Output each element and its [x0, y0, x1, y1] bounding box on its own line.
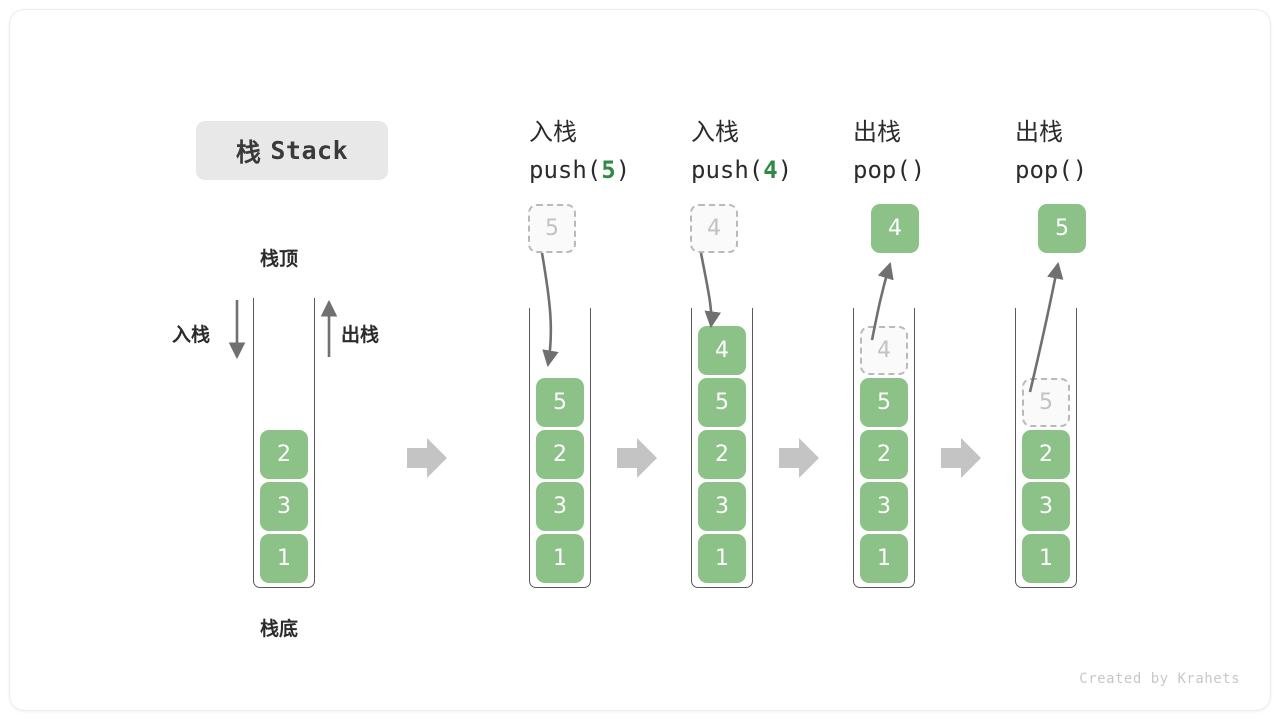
stack-container-initial: 1 3 2 [253, 298, 315, 588]
title-en: Stack [270, 136, 349, 165]
transition-arrow-icon [407, 438, 447, 478]
stack-container-push-5: 1 3 2 5 [529, 308, 591, 588]
stack-cell: 1 [536, 534, 584, 583]
stack-cell: 2 [536, 430, 584, 479]
panel-header-cn: 入栈 [691, 118, 739, 146]
panel-header-push-5: 入栈 push(5) [529, 115, 689, 188]
stack-cell: 1 [698, 534, 746, 583]
title-cn: 栈 [235, 137, 262, 167]
stack-cell: 1 [260, 534, 308, 583]
transition-arrow-icon [617, 438, 657, 478]
stack-cell: 5 [536, 378, 584, 427]
pop-direction-label: 出栈 [341, 324, 380, 346]
transition-arrow-icon [779, 438, 819, 478]
popped-element-5: 5 [1038, 204, 1086, 253]
panel-header-cn: 出栈 [853, 118, 901, 146]
stack-cell: 2 [860, 430, 908, 479]
stack-cell: 3 [536, 482, 584, 531]
code-suffix: ) [615, 155, 631, 184]
stack-container-pop-4: 1 3 2 5 4 [853, 308, 915, 588]
panel-header-code: pop() [1015, 153, 1175, 188]
code-suffix: ) [910, 155, 926, 184]
incoming-element-5: 5 [528, 204, 576, 253]
code-suffix: ) [1072, 155, 1088, 184]
diagram-stage: 栈 Stack 入栈 push(5) 入栈 push(4) 出栈 pop() 出… [10, 10, 1270, 710]
popped-element-4: 4 [871, 204, 919, 253]
stack-cell: 2 [698, 430, 746, 479]
code-prefix: push( [691, 155, 764, 184]
stack-walls [1015, 308, 1077, 588]
stack-cells-pop-5: 1 3 2 5 [1015, 375, 1077, 583]
diagram-card: 栈 Stack 入栈 push(5) 入栈 push(4) 出栈 pop() 出… [10, 10, 1270, 710]
stack-cell: 3 [1022, 482, 1070, 531]
stack-cell: 1 [860, 534, 908, 583]
stack-cells-push-5: 1 3 2 5 [529, 375, 591, 583]
panel-header-cn: 出栈 [1015, 118, 1063, 146]
stack-cell: 2 [260, 430, 308, 479]
stack-walls [253, 298, 315, 588]
code-arg: 4 [763, 155, 778, 184]
code-prefix: pop( [1015, 155, 1073, 184]
stack-cell-removed: 5 [1022, 378, 1070, 427]
code-prefix: push( [529, 155, 602, 184]
stack-container-push-4: 1 3 2 5 4 [691, 308, 753, 588]
stack-top-label: 栈顶 [260, 248, 299, 270]
stack-bottom-label: 栈底 [260, 618, 299, 640]
transition-arrow-icon [941, 438, 981, 478]
panel-header-push-4: 入栈 push(4) [691, 115, 851, 188]
push-direction-label: 入栈 [172, 324, 211, 346]
panel-header-cn: 入栈 [529, 118, 577, 146]
code-suffix: ) [777, 155, 793, 184]
stack-cell: 3 [860, 482, 908, 531]
panel-header-code: push(5) [529, 153, 689, 188]
code-prefix: pop( [853, 155, 911, 184]
panel-header-code: push(4) [691, 153, 851, 188]
stack-cells-initial: 1 3 2 [253, 427, 315, 583]
stack-container-pop-5: 1 3 2 5 [1015, 308, 1077, 588]
stack-walls [529, 308, 591, 588]
panel-header-pop-4: 出栈 pop() [853, 115, 1013, 188]
stack-cell: 2 [1022, 430, 1070, 479]
stack-cell: 5 [698, 378, 746, 427]
stack-cells-push-4: 1 3 2 5 4 [691, 323, 753, 583]
stack-cell-removed: 4 [860, 326, 908, 375]
stack-cell: 4 [698, 326, 746, 375]
panel-header-pop-5: 出栈 pop() [1015, 115, 1175, 188]
stack-walls [691, 308, 753, 588]
stack-cell: 3 [260, 482, 308, 531]
stack-cell: 5 [860, 378, 908, 427]
stack-cell: 3 [698, 482, 746, 531]
panel-header-code: pop() [853, 153, 1013, 188]
stack-cells-pop-4: 1 3 2 5 4 [853, 323, 915, 583]
incoming-element-4: 4 [690, 204, 738, 253]
stack-cell: 1 [1022, 534, 1070, 583]
code-arg: 5 [601, 155, 616, 184]
stack-walls [853, 308, 915, 588]
diagram-title: 栈 Stack [196, 121, 388, 180]
attribution-footer: Created by Krahets [1079, 671, 1240, 687]
